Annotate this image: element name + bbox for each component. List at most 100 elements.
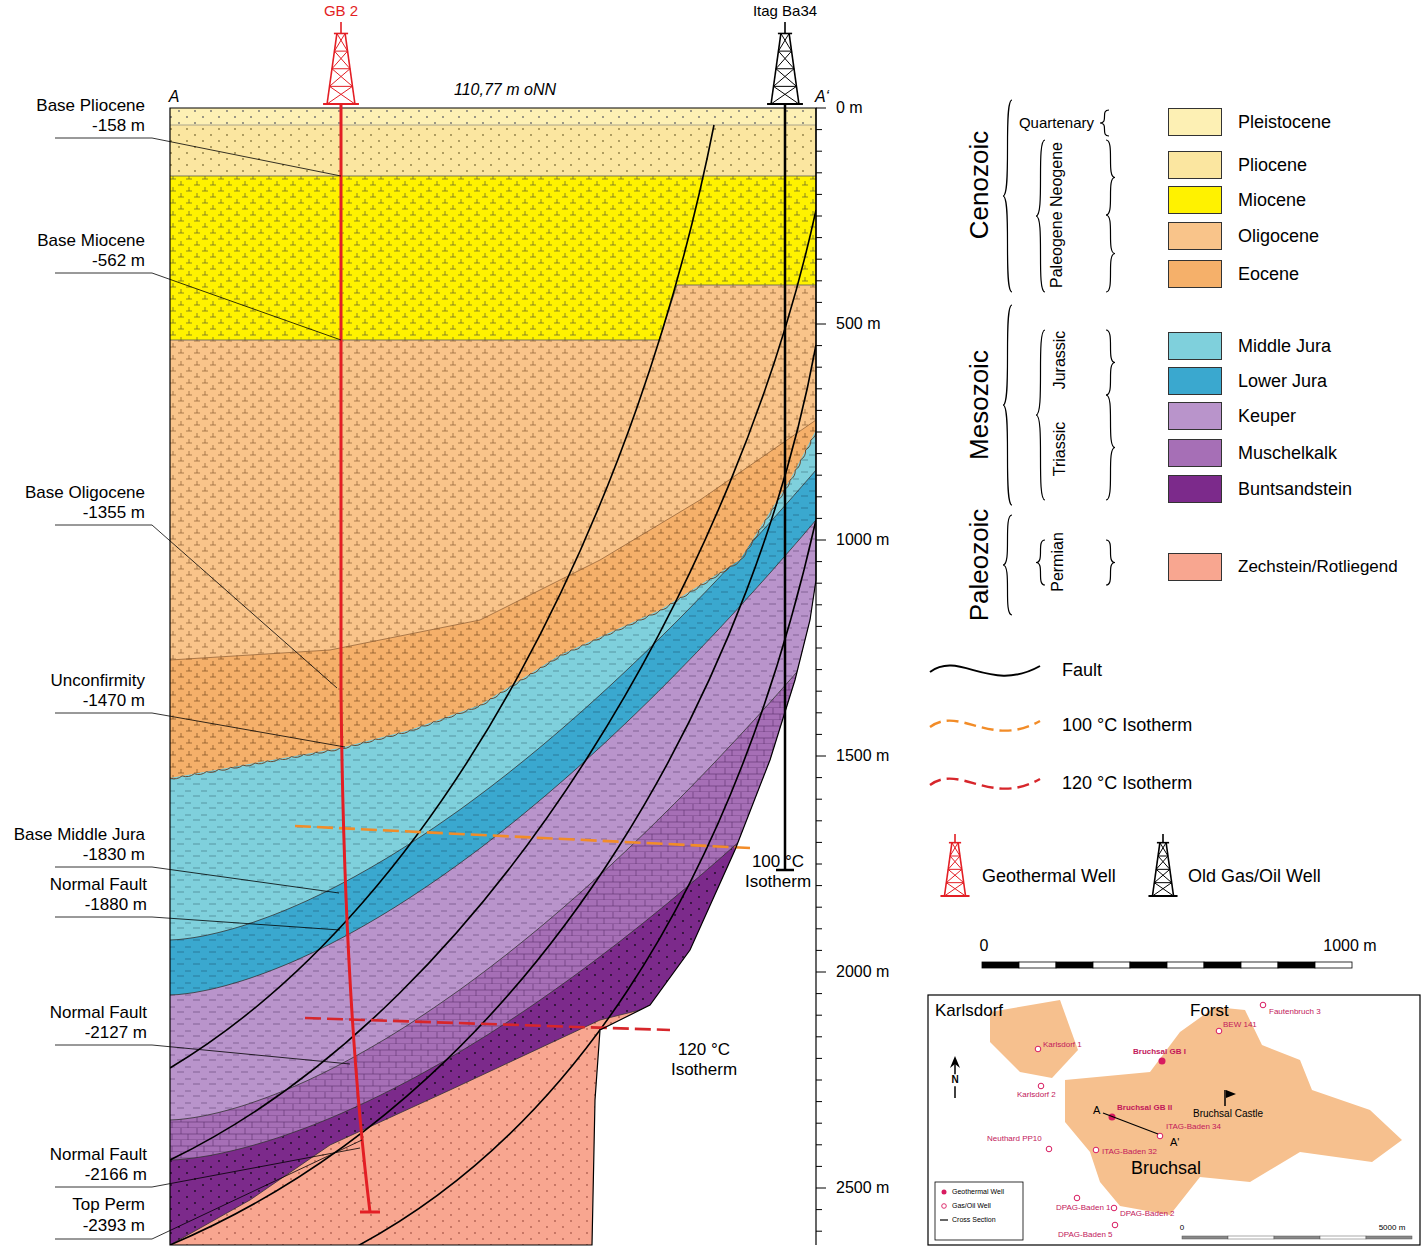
derrick-crown: [1157, 842, 1169, 844]
period-label: Paleogene Neogene: [1048, 142, 1066, 288]
section-end: A': [1170, 1136, 1179, 1149]
derrick-brace: [1154, 869, 1170, 882]
legend-text: Pliocene: [1238, 155, 1307, 176]
leader-line: [55, 525, 337, 688]
stratum-fill: [170, 0, 816, 778]
well-label: Karlsdorf 2: [1017, 1090, 1056, 1099]
castle-flag: [1226, 1090, 1236, 1098]
well-label: Neuthard PP10: [987, 1134, 1042, 1143]
period-label: Quartenary: [1019, 114, 1094, 131]
depth-label: 500 m: [836, 315, 880, 333]
derrick-brace: [330, 69, 351, 87]
isotherm-label: 100 °C Isotherm: [740, 852, 816, 891]
legend-text: Buntsandstein: [1238, 479, 1352, 500]
stratum-boundary: [170, 285, 816, 340]
depth-tick: [816, 691, 822, 692]
depth-tick: [816, 626, 822, 627]
horizon-depth: -1830 m: [83, 845, 145, 865]
era-label: Paleozoic: [965, 509, 995, 622]
depth-tick: [816, 1123, 822, 1124]
period-label: Triassic: [1051, 422, 1069, 477]
depth-tick: [816, 561, 822, 562]
derrick-brace: [776, 51, 792, 69]
scale-label: 0: [1180, 1223, 1184, 1232]
depth-tick: [816, 540, 826, 541]
section-end: A: [1093, 1104, 1100, 1117]
derrick-brace: [778, 33, 789, 51]
bracket: [1106, 215, 1115, 292]
cross-section-line: [1103, 1113, 1158, 1134]
derrick-brace: [1160, 843, 1168, 856]
legend-text: Lower Jura: [1238, 371, 1327, 392]
scale-segment: [1241, 962, 1278, 968]
town-name: Bruchsal: [1131, 1158, 1201, 1179]
depth-tick: [816, 928, 822, 929]
depth-tick: [816, 1036, 822, 1037]
depth-tick: [816, 799, 822, 800]
derrick-brace: [771, 86, 796, 104]
stratum-fill: [170, 0, 816, 995]
horizon-name: Base Oligocene: [25, 483, 145, 503]
gas-oil-well-circle: [1111, 1205, 1117, 1211]
depth-tick: [816, 108, 826, 109]
bracket: [1036, 330, 1045, 500]
horizon-name: Unconfirmity: [51, 671, 145, 691]
legend-swatch: [1168, 332, 1222, 360]
well-itag: [784, 105, 787, 870]
north-label: N: [950, 1074, 959, 1086]
bracket: [1003, 515, 1012, 615]
stratum-boundary: [170, 990, 816, 1245]
derrick-brace: [944, 883, 963, 896]
gas-oil-well-circle: [1093, 1147, 1099, 1153]
legend-swatch: [1168, 367, 1222, 395]
depth-tick: [816, 1101, 822, 1102]
cross-section-sample: [940, 1219, 948, 1220]
scale-segment: [1204, 962, 1241, 968]
well-label: Karlsdorf 1: [1043, 1040, 1082, 1049]
stratum-pliocene: [170, 125, 816, 176]
period-label: Permian: [1049, 532, 1067, 592]
derrick-brace: [334, 33, 345, 51]
derrick-brace: [1156, 856, 1168, 869]
legend-swatch: [1168, 475, 1222, 503]
derrick-brace: [1152, 883, 1171, 896]
isotherm-100: [295, 826, 750, 848]
stratum-fill: [170, 0, 816, 660]
era-label: Cenozoic: [965, 131, 995, 239]
horizon-name: Base Pliocene: [36, 96, 145, 116]
well-label: ITAG-Baden 34: [1166, 1122, 1221, 1131]
scale-segment: [982, 962, 1019, 968]
depth-tick: [816, 432, 822, 433]
legend-text: Old Gas/Oil Well: [1188, 866, 1321, 887]
depth-tick: [816, 712, 822, 713]
derrick-brace: [950, 856, 962, 869]
horizon-depth: -1355 m: [83, 503, 145, 523]
well-label: BEW 141: [1223, 1020, 1257, 1029]
stratum-fill: [170, 0, 816, 940]
well-label: DPAG-Baden 5: [1058, 1230, 1113, 1239]
depth-tick: [816, 972, 826, 973]
derrick-brace: [337, 33, 348, 51]
derrick-brace: [778, 51, 791, 52]
depth-tick: [816, 518, 822, 519]
legend-swatch: [1168, 439, 1222, 467]
depth-tick: [816, 1058, 822, 1059]
derrick-brace: [774, 86, 799, 104]
derrick-brace: [332, 69, 353, 87]
depth-tick: [816, 1231, 822, 1232]
period-label: Jurassic: [1051, 331, 1069, 390]
stratum-boundary: [170, 420, 816, 660]
depth-tick: [816, 734, 822, 735]
derrick-base: [323, 103, 359, 105]
legend-swatch: [1168, 222, 1222, 250]
bracket: [1106, 330, 1115, 395]
stratum-fill: [170, 0, 816, 1120]
town-area: [1065, 1007, 1402, 1215]
depth-tick: [816, 388, 822, 389]
section-outline: [170, 108, 816, 1245]
horizon-depth: -158 m: [92, 116, 145, 136]
leader-line: [55, 917, 340, 930]
stratum-fill: [170, 0, 816, 1245]
depth-tick: [816, 907, 822, 908]
derrick-brace: [1154, 883, 1173, 896]
